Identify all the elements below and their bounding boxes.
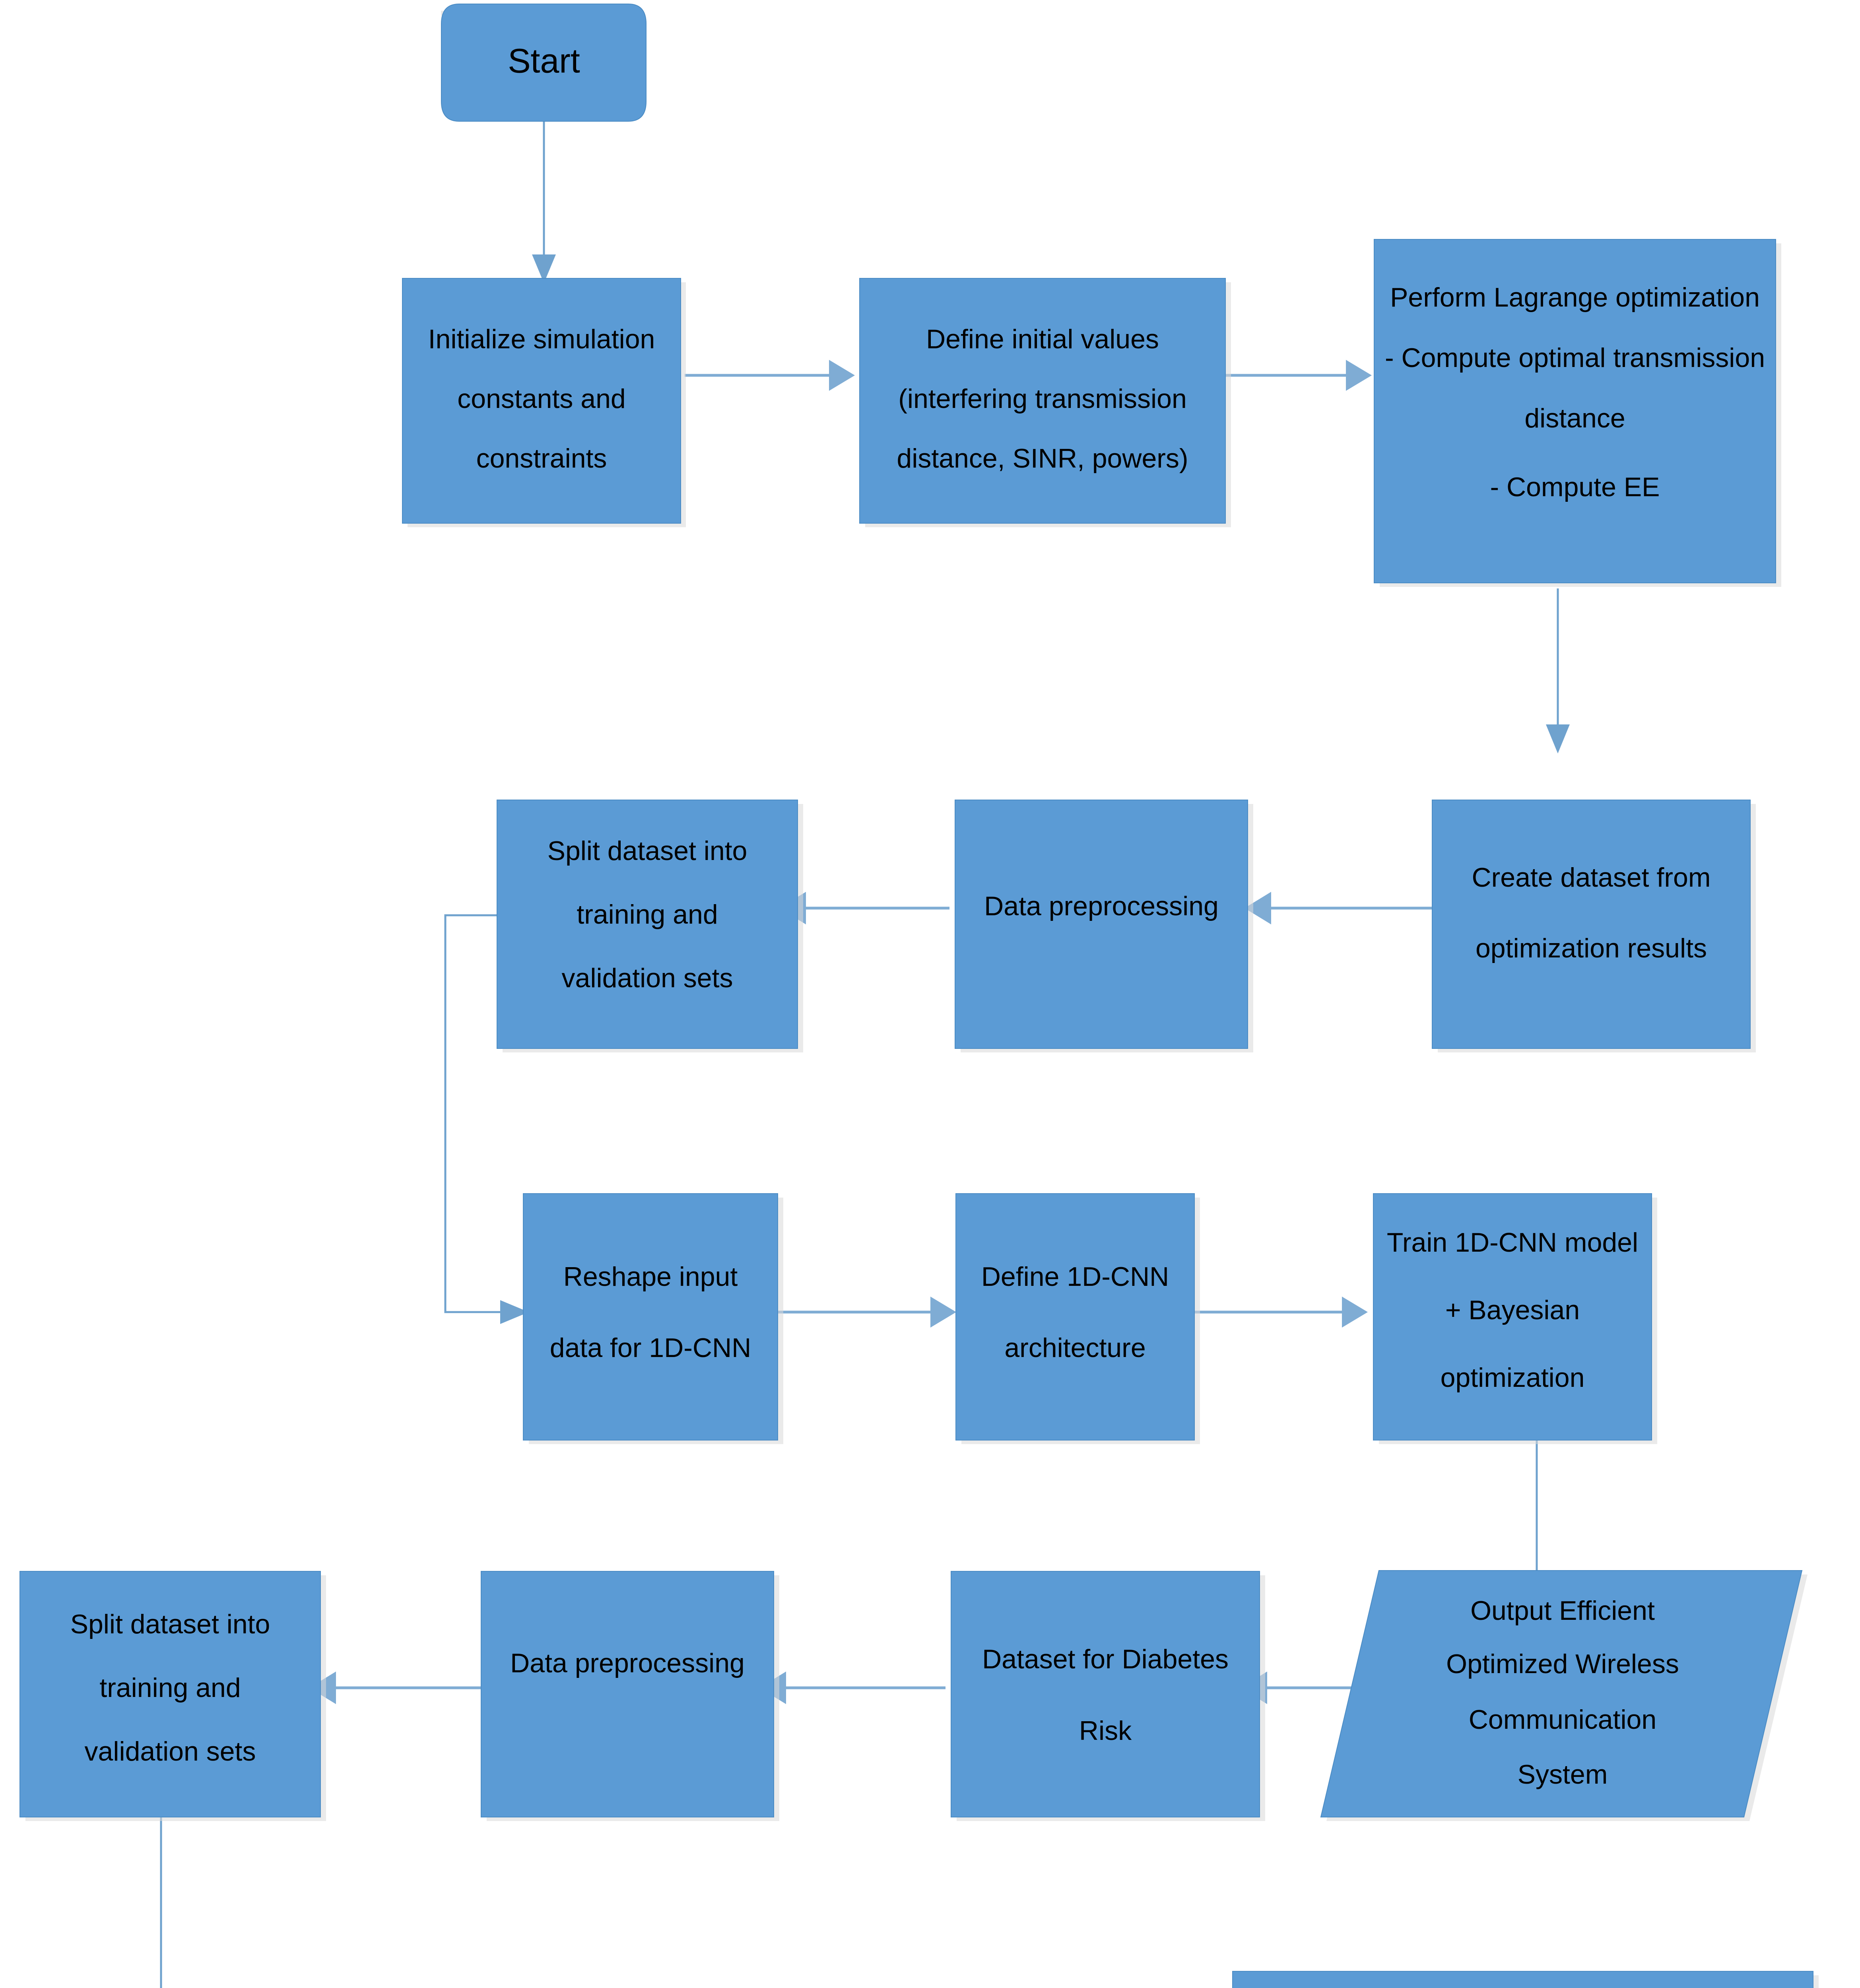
node-dataset-diabetes-risk[interactable]: Dataset for Diabetes Risk [951,1571,1265,1821]
node-init-constants-line-1: constants and [457,384,625,414]
node-reshape-input-1-line-1: data for 1D-CNN [550,1333,751,1363]
node-explainable-ai[interactable]: Explainable AI (XAI) - SHAP: global feat… [1232,1971,1819,1988]
node-output-wireless-system[interactable]: Output Efficient Optimized Wireless Comm… [1320,1570,1808,1821]
node-split-dataset-1-line-2: validation sets [562,963,733,993]
node-train-model-1-line-0: Train 1D-CNN model [1387,1227,1638,1258]
node-define-architecture-1-line-0: Define 1D-CNN [981,1262,1169,1292]
node-define-architecture-1[interactable]: Define 1D-CNN architecture [955,1193,1200,1444]
node-split-dataset-2-line-1: training and [99,1673,241,1703]
node-split-dataset-1[interactable]: Split dataset into training and validati… [497,800,803,1052]
node-reshape-input-1-line-0: Reshape input [563,1262,738,1292]
node-data-preprocessing-1-line-0: Data preprocessing [984,891,1219,921]
node-start[interactable]: Start [441,4,647,122]
node-split-dataset-1-line-1: training and [577,899,718,930]
node-lagrange-optimization-line-0: Perform Lagrange optimization [1390,282,1760,313]
node-split-dataset-1-line-0: Split dataset into [548,836,747,866]
node-output-wireless-system-line-1: Optimized Wireless [1446,1649,1679,1679]
node-define-initial-values-line-1: (interfering transmission [898,384,1187,414]
edge-data-preprocessing-1-to-split-dataset-1 [779,892,949,924]
node-define-initial-values-line-2: distance, SINR, powers) [897,443,1188,474]
node-define-initial-values-line-0: Define initial values [926,324,1159,354]
edge-lagrange-optimization-to-create-dataset [1546,588,1570,753]
node-init-constants-line-2: constraints [476,443,607,474]
node-split-dataset-2-line-2: validation sets [85,1736,256,1767]
node-data-preprocessing-2-line-0: Data preprocessing [510,1648,745,1678]
edge-dataset-diabetes-risk-to-data-preprocessing-2 [759,1672,946,1704]
edge-define-initial-values-to-lagrange-optimization [1224,360,1372,391]
node-lagrange-optimization[interactable]: Perform Lagrange optimization - Compute … [1374,239,1781,587]
node-split-dataset-2-line-0: Split dataset into [70,1609,270,1639]
node-create-dataset-line-1: optimization results [1476,933,1707,963]
node-train-model-1-line-1: + Bayesian [1445,1295,1580,1325]
edge-create-dataset-to-data-preprocessing-1 [1245,892,1436,924]
node-data-preprocessing-2[interactable]: Data preprocessing [481,1571,779,1821]
node-train-model-1[interactable]: Train 1D-CNN model + Bayesian optimizati… [1373,1193,1657,1444]
node-lagrange-optimization-line-3: - Compute EE [1490,472,1660,502]
node-reshape-input-1[interactable]: Reshape input data for 1D-CNN [523,1193,783,1444]
node-output-wireless-system-line-2: Communication [1469,1705,1656,1735]
node-lagrange-optimization-line-2: distance [1524,403,1625,433]
edge-split-dataset-2-to-reshape-input-2 [160,1807,162,1988]
node-output-wireless-system-line-3: System [1518,1759,1608,1790]
node-create-dataset-line-0: Create dataset from [1472,862,1711,893]
node-dataset-diabetes-risk-line-1: Risk [1079,1716,1132,1746]
node-init-constants[interactable]: Initialize simulation constants and cons… [402,278,686,527]
node-start-line-0: Start [508,42,580,80]
node-train-model-1-line-2: optimization [1441,1363,1585,1393]
edge-start-to-init-constants [532,121,556,283]
node-split-dataset-2[interactable]: Split dataset into training and validati… [19,1571,326,1821]
node-init-constants-line-0: Initialize simulation [428,324,655,354]
node-data-preprocessing-1[interactable]: Data preprocessing [955,800,1253,1052]
edge-data-preprocessing-2-to-split-dataset-2 [309,1672,481,1704]
node-lagrange-optimization-line-1: - Compute optimal transmission [1385,343,1765,373]
node-define-initial-values[interactable]: Define initial values (interfering trans… [859,278,1231,527]
edge-init-constants-to-define-initial-values [685,360,855,391]
node-output-wireless-system-line-0: Output Efficient [1470,1596,1655,1626]
node-create-dataset[interactable]: Create dataset from optimization results [1432,800,1756,1052]
node-dataset-diabetes-risk-line-0: Dataset for Diabetes [982,1644,1229,1674]
node-define-architecture-1-line-1: architecture [1004,1333,1146,1363]
